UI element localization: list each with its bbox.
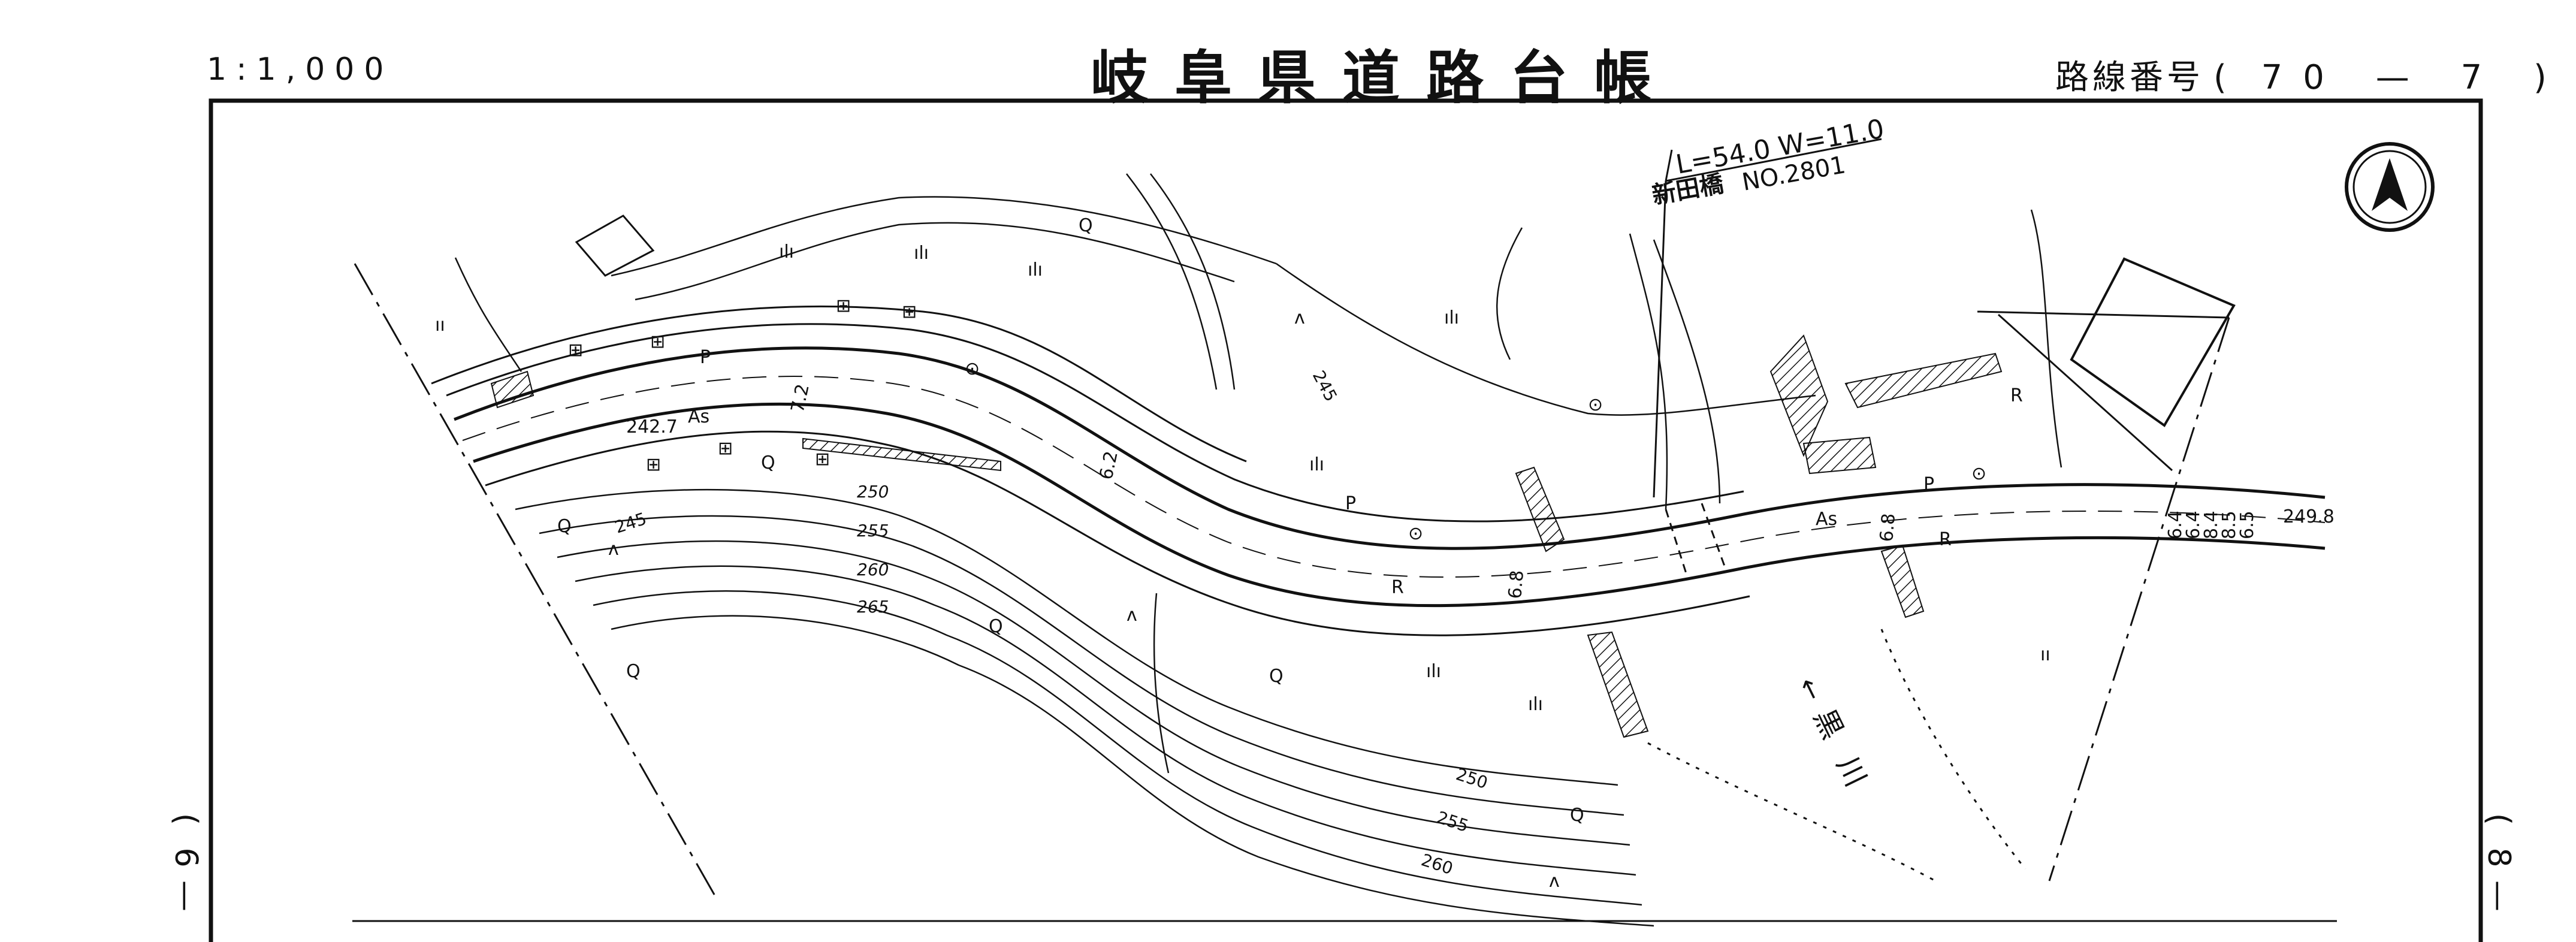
contour-label-north-245: 245 [1309,367,1341,405]
contour-label-south-265: 265 [857,597,889,617]
contour-label-south-255: 255 [857,521,889,541]
route-open-paren: ( [2213,58,2230,97]
right-width-marks: 6.4 6.4 8.4 8.5 6.5 [2165,511,2258,539]
river-arrow: ← [1792,672,1829,705]
building-symbol: ⊞ [650,331,665,352]
waste-land-symbol: ʌ [1127,605,1137,626]
north-arrow-icon [2345,142,2435,232]
route-number-value: 70 — 7 [2261,58,2503,97]
field-symbol: ılı [1528,694,1543,715]
route-close-paren: ) [2533,58,2550,97]
contour-label-se-250: 250 [1454,764,1490,793]
embankment-hatching [490,334,2003,738]
building-symbol: ⊞ [815,449,830,470]
waste-land-symbol: ʌ [1294,307,1305,328]
tree-symbol: Q [1269,666,1284,687]
well-symbol: ⊙ [1588,394,1603,415]
route-number-label: 路線番号 [2055,58,2204,97]
bridge-name: 新田橋 [1650,170,1726,210]
tree-symbol: Q [557,516,572,537]
pole-symbol: P [1345,493,1356,514]
slope-lines [454,173,2062,774]
contour-label-south-260: 260 [857,560,889,579]
map-symbols: P P P R R R Q Q Q Q Q Q Q ılı ılı ılı ıl… [435,215,2050,892]
field-symbol: ılı [1426,661,1441,682]
building-symbol: ⊞ [902,301,917,322]
field-symbol: ılı [1309,454,1324,475]
guardrail-symbol: R [1391,577,1404,598]
paddy-symbol: ıı [2040,644,2050,665]
building-outline [2070,257,2236,427]
building-symbol: ⊞ [568,340,583,361]
width-mark-4: 6.8 [1876,512,1899,543]
svg-text:6.5: 6.5 [2237,511,2258,539]
tree-symbol: Q [761,452,775,473]
road-elevation-start: 242.7 [626,416,678,437]
bridge [1665,503,1727,576]
lot-outline [575,215,655,277]
paddy-symbol: ıı [435,315,445,336]
waste-land-symbol: ʌ [1549,871,1560,892]
river-banks [1647,629,2027,882]
pole-symbol: P [1923,474,1934,495]
tree-symbol: Q [626,661,641,682]
road-surface-east: As [1816,509,1837,530]
well-symbol: ⊙ [1971,463,1986,484]
waste-land-symbol: ʌ [608,539,619,560]
width-mark-2: 6.2 [1096,449,1122,482]
building-symbol: ⊞ [718,438,733,459]
route-number: 路線番号( 70 — 7 ) [2055,50,2550,99]
building-symbol: ⊞ [836,295,851,316]
width-mark-3: 6.8 [1505,569,1528,600]
field-symbol: ılı [1028,259,1043,280]
map-frame [209,98,2483,942]
road-elevation-end: 249.8 [2283,506,2335,527]
guardrail-symbol: R [2010,385,2023,406]
well-symbol: ⊙ [965,358,980,379]
map-scale: 1:1,000 [207,52,394,87]
boundary-lines [354,263,2230,898]
svg-text:8.4: 8.4 [2201,511,2222,539]
guardrail-symbol: R [1939,529,1952,550]
contour-label-se-255: 255 [1435,807,1471,836]
field-symbol: ılı [914,243,929,264]
contour-label-south-245: 245 [612,509,649,538]
width-mark-1: 7.2 [787,382,814,415]
river-label: ← 黒川 [1792,672,1883,814]
building-symbol: ⊞ [646,454,661,475]
contour-label-south-250: 250 [857,482,889,502]
field-symbol: ılı [1444,307,1459,328]
tree-symbol: Q [1079,215,1093,236]
field-symbol: ılı [779,241,794,262]
well-symbol: ⊙ [1408,523,1423,544]
pole-symbol: P [700,347,711,368]
road-surface-west: As [688,406,709,427]
svg-text:8.5: 8.5 [2219,511,2240,539]
main-road [431,305,2326,636]
svg-text:6.4: 6.4 [2183,511,2204,539]
tree-symbol: Q [1570,805,1584,826]
tree-symbol: Q [989,616,1003,637]
river-name: 黒川 [1807,704,1883,814]
contours-south [515,488,1654,927]
svg-text:6.4: 6.4 [2165,511,2186,539]
